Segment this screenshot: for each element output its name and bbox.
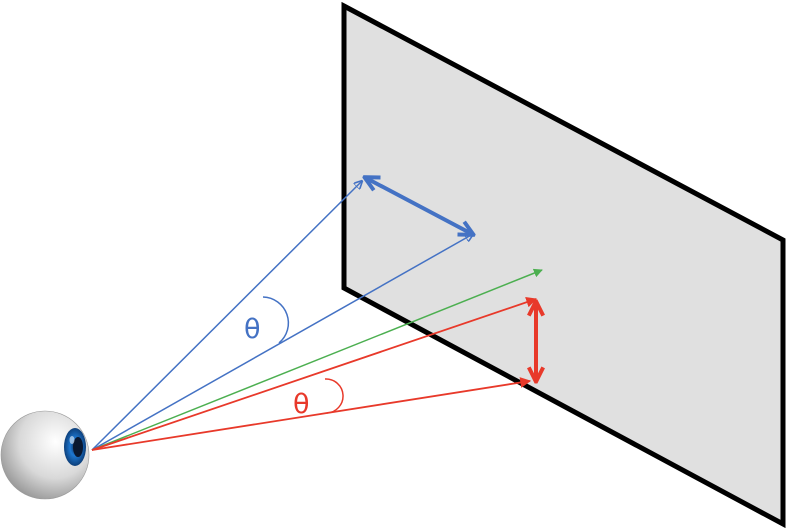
theta-label-red: θ (293, 389, 310, 420)
red-angle-arc (324, 378, 344, 414)
green-center-ray (91, 268, 543, 451)
projection-screen (341, 1, 786, 529)
red-ray-lower (91, 377, 532, 451)
blue-ray-upper (91, 181, 362, 451)
eyeball-icon (0, 410, 90, 500)
blue-ray-lower (91, 234, 473, 451)
blue-extent-double-arrow (366, 178, 472, 234)
theta-label-blue: θ (244, 314, 261, 345)
red-ray-upper (91, 297, 538, 451)
blue-angle-arc (262, 296, 290, 344)
